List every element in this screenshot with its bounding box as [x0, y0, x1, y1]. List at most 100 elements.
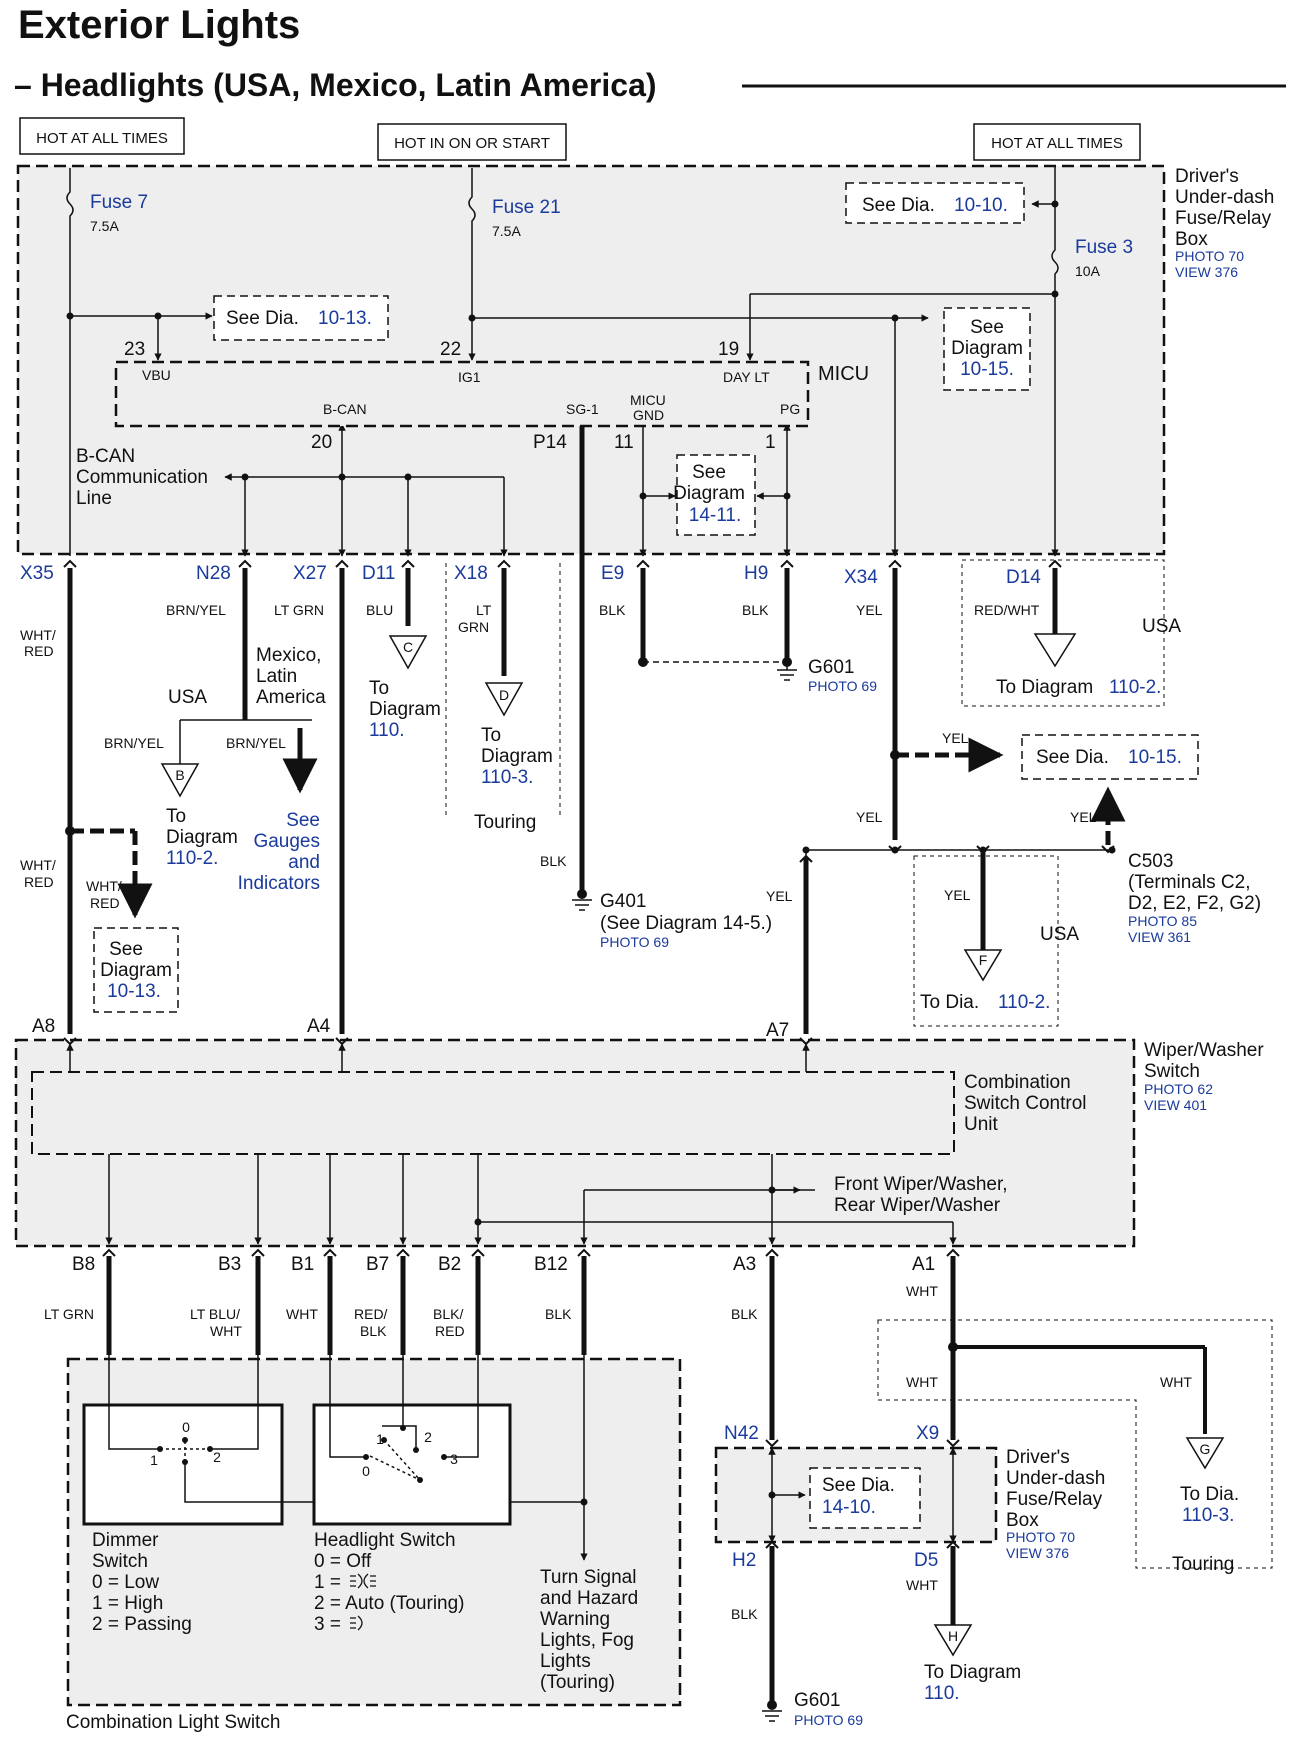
micu-module: MICU 23 22 19 VBU IG1 DAY LT B-CAN SG-1 …: [114, 339, 869, 453]
svg-text:D14: D14: [1006, 567, 1041, 588]
svg-text:D2, E2, F2, G2): D2, E2, F2, G2): [1128, 893, 1261, 914]
svg-text:WHT: WHT: [906, 1374, 938, 1390]
region-usa-left: USA: [168, 687, 207, 708]
svg-text:7.5A: 7.5A: [492, 223, 521, 239]
svg-text:Box: Box: [1006, 1510, 1039, 1531]
svg-text:To: To: [166, 806, 186, 827]
wiper-washer-label: Wiper/Washer Switch PHOTO 62 VIEW 401: [1144, 1040, 1264, 1113]
svg-text:0 = Low: 0 = Low: [92, 1572, 159, 1593]
junction-dot-fbb: [768, 1491, 776, 1499]
dimmer-switch-legend: Dimmer Switch 0 = Low 1 = High 2 = Passi…: [92, 1530, 192, 1635]
svg-text:110-2.: 110-2.: [166, 848, 218, 869]
svg-text:1 = High: 1 = High: [92, 1593, 163, 1614]
svg-text:P14: P14: [533, 432, 567, 453]
touring-region-bottom: Touring: [877, 1319, 1273, 1575]
touring-region-x18: Touring: [445, 563, 561, 833]
svg-text:1 =: 1 =: [314, 1572, 341, 1593]
power-label-left: HOT AT ALL TIMES: [19, 117, 185, 155]
svg-text:10-15.: 10-15.: [960, 359, 1014, 380]
svg-text:X9: X9: [916, 1423, 939, 1444]
svg-text:1: 1: [376, 1431, 384, 1447]
ground-g601-bottom: G601 PHOTO 69: [762, 1690, 863, 1728]
svg-text:Diagram: Diagram: [166, 827, 238, 848]
svg-text:X27: X27: [293, 563, 327, 584]
svg-text:Lights, Fog: Lights, Fog: [540, 1630, 634, 1651]
svg-text:Wiper/Washer: Wiper/Washer: [1144, 1040, 1264, 1061]
svg-text:0: 0: [362, 1463, 370, 1479]
connector-labels-bottom: N42 X9 H2 D5: [724, 1423, 939, 1571]
svg-text:MICU: MICU: [818, 363, 869, 385]
svg-text:Driver's: Driver's: [1175, 166, 1239, 187]
headlight-icon: [350, 1573, 376, 1589]
svg-text:PHOTO 69: PHOTO 69: [808, 678, 877, 694]
svg-text:Touring: Touring: [1172, 1554, 1234, 1575]
svg-text:BRN/YEL: BRN/YEL: [166, 602, 226, 618]
svg-text:See Dia.: See Dia.: [862, 195, 935, 216]
to-diagram-110-h: To Diagram 110.: [924, 1662, 1021, 1704]
svg-text:G601: G601: [808, 657, 854, 678]
svg-text:To Diagram: To Diagram: [924, 1662, 1021, 1683]
thick-arrows: [70, 728, 1126, 919]
svg-text:A3: A3: [733, 1254, 756, 1275]
svg-text:IG1: IG1: [458, 369, 481, 385]
svg-text:BLK: BLK: [742, 602, 769, 618]
svg-text:10A: 10A: [1075, 263, 1101, 279]
dimmer-switch: 0 1 2: [82, 1355, 588, 1561]
svg-text:PHOTO 69: PHOTO 69: [600, 934, 669, 950]
connector-forks: [63, 559, 1062, 1549]
usa-region-d14: USA: [961, 559, 1181, 707]
svg-text:PHOTO 69: PHOTO 69: [794, 1712, 863, 1728]
svg-text:F: F: [979, 952, 988, 968]
ref-triangle-b: B: [160, 763, 200, 798]
svg-text:Fuse 21: Fuse 21: [492, 197, 561, 218]
svg-text:Diagram: Diagram: [951, 338, 1023, 359]
svg-text:MICU: MICU: [630, 392, 666, 408]
svg-text:See: See: [286, 810, 320, 831]
fuse-3: Fuse 3 10A: [1051, 232, 1133, 282]
to-diagram-110-2-b: To Diagram 110-2.: [166, 806, 238, 869]
ref-triangle-f: F: [963, 949, 1003, 982]
svg-text:E9: E9: [601, 563, 624, 584]
svg-text:B-CAN: B-CAN: [76, 446, 135, 467]
ref-triangle-c: C: [388, 635, 428, 670]
svg-text:Warning: Warning: [540, 1609, 610, 1630]
svg-text:BLK: BLK: [545, 1306, 572, 1322]
svg-text:A4: A4: [307, 1016, 331, 1037]
svg-text:X35: X35: [20, 563, 54, 584]
svg-text:LT GRN: LT GRN: [274, 602, 324, 618]
svg-text:G601: G601: [794, 1690, 840, 1711]
front-wiper-label: Front Wiper/Washer, Rear Wiper/Washer: [834, 1174, 1008, 1216]
svg-text:D11: D11: [362, 563, 395, 584]
internal-wiring-wiper: [66, 1043, 957, 1245]
power-label-mid: HOT IN ON OR START: [377, 123, 567, 161]
svg-text:Switch Control: Switch Control: [964, 1093, 1087, 1114]
svg-text:HOT AT ALL TIMES: HOT AT ALL TIMES: [991, 135, 1123, 152]
svg-text:10-10.: 10-10.: [954, 195, 1008, 216]
gauges-ref: See Gauges and Indicators: [238, 810, 320, 894]
svg-text:To Dia.: To Dia.: [1180, 1484, 1239, 1505]
svg-text:B2: B2: [438, 1254, 461, 1275]
svg-text:WHT/: WHT/: [86, 878, 122, 894]
combination-switch-control-unit: [31, 1071, 955, 1155]
svg-text:110.: 110.: [369, 720, 405, 741]
svg-text:Lights: Lights: [540, 1651, 591, 1672]
svg-text:Fuse 7: Fuse 7: [90, 192, 148, 213]
svg-text:WHT/: WHT/: [20, 627, 56, 643]
svg-text:C503: C503: [1128, 851, 1173, 872]
svg-text:Dimmer: Dimmer: [92, 1530, 159, 1551]
svg-text:H2: H2: [732, 1550, 756, 1571]
control-unit-label: Combination Switch Control Unit: [964, 1072, 1087, 1135]
svg-text:See Dia.: See Dia.: [226, 308, 299, 329]
svg-text:GND: GND: [633, 407, 664, 423]
svg-text:Fuse/Relay: Fuse/Relay: [1006, 1489, 1103, 1510]
svg-text:Box: Box: [1175, 229, 1208, 250]
svg-text:WHT/: WHT/: [20, 857, 56, 873]
svg-text:A8: A8: [32, 1016, 55, 1037]
svg-text:X34: X34: [844, 567, 878, 588]
c503-forks: [799, 845, 1115, 863]
turn-signal-label: Turn Signal and Hazard Warning Lights, F…: [540, 1567, 638, 1693]
svg-text:Fuse/Relay: Fuse/Relay: [1175, 208, 1272, 229]
svg-text:B8: B8: [72, 1254, 95, 1275]
svg-text:HOT IN ON OR START: HOT IN ON OR START: [394, 135, 550, 152]
svg-text:PHOTO 70: PHOTO 70: [1175, 248, 1244, 264]
